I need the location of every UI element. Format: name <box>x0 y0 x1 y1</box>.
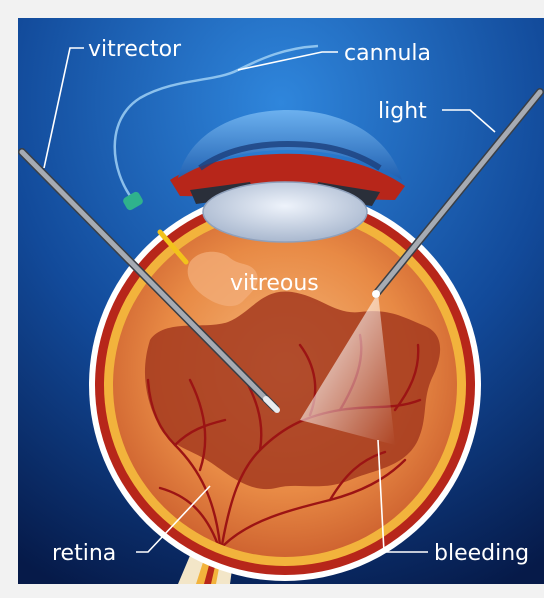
label-cannula: cannula <box>344 41 431 66</box>
lens <box>203 182 367 242</box>
label-bleeding: bleeding <box>434 541 529 566</box>
label-retina: retina <box>52 541 116 566</box>
label-vitreous: vitreous <box>230 271 319 296</box>
label-light: light <box>378 99 427 124</box>
label-vitrector: vitrector <box>88 37 182 62</box>
